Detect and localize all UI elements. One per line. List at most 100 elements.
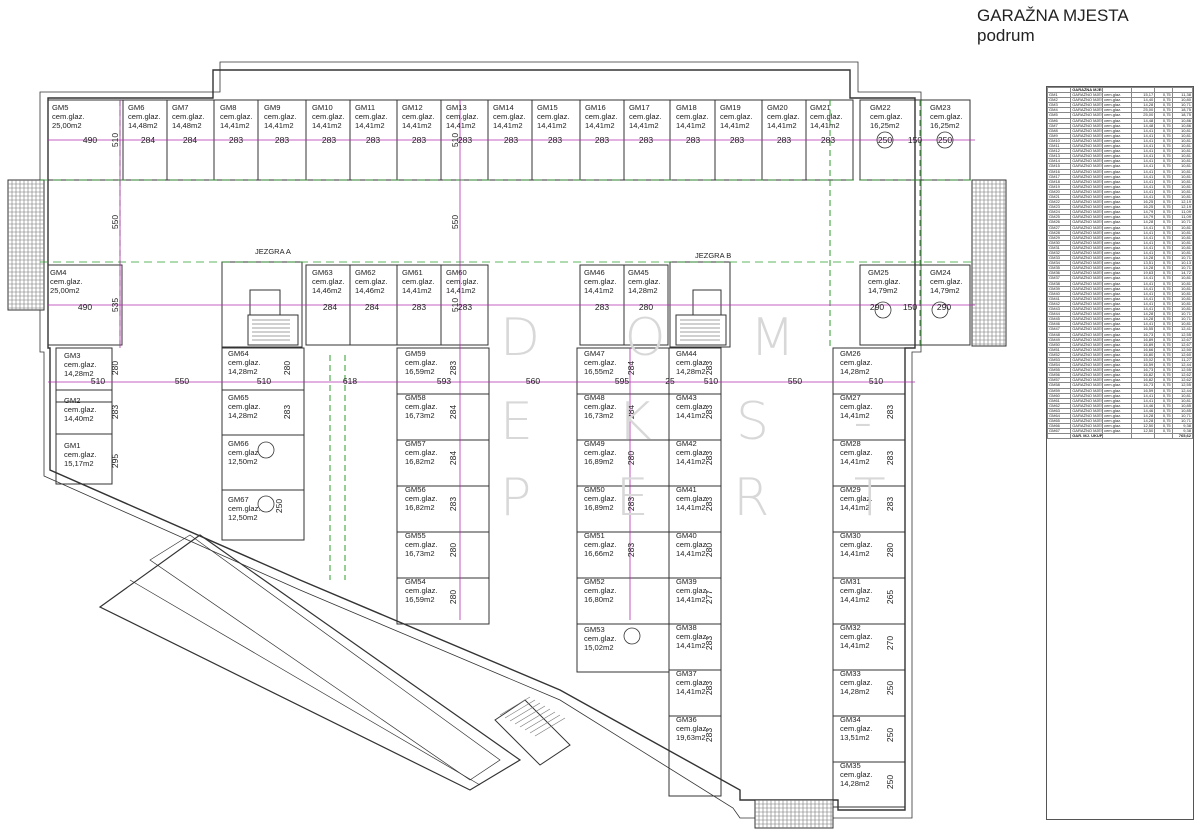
schedule-cell: GARAŽNO MJESTO: [1070, 127, 1104, 134]
schedule-cell: GM31: [1046, 244, 1072, 252]
parking-space-id: GM31: [840, 577, 861, 586]
schedule-cell: GARAŽNO MJESTO: [1070, 193, 1104, 201]
schedule-cell: 10,71: [1171, 311, 1194, 318]
schedule-cell: 0,75: [1154, 321, 1173, 328]
parking-space-area: 13,51m2: [840, 733, 870, 742]
ramp-grate-hatch: [524, 711, 556, 731]
schedule-cell: 0,75: [1154, 356, 1173, 364]
schedule-cell: 0,75: [1154, 260, 1173, 267]
schedule-cell: GM15: [1046, 163, 1072, 170]
ramp-grate: [494, 699, 571, 766]
schedule-cell: 10,81: [1171, 168, 1194, 175]
schedule-cell: GARAŽNO MJESTO: [1070, 387, 1104, 394]
schedule-cell: 0,75: [1154, 372, 1173, 379]
schedule-cell: GARAŽNO MJESTO: [1070, 362, 1104, 369]
schedule-cell: 0,75: [1154, 382, 1173, 389]
dimension-label: 250: [938, 135, 952, 145]
parking-space-material: cem.glaz.: [840, 402, 873, 411]
schedule-cell: 0,75: [1154, 132, 1173, 139]
schedule-cell: GM57: [1046, 377, 1072, 384]
schedule-cell: 10,71: [1171, 255, 1194, 262]
parking-space-id: GM54: [405, 577, 426, 586]
parking-space-id: GM35: [840, 761, 861, 770]
parking-space-material: cem.glaz.: [840, 358, 873, 367]
dimension-label: 283: [639, 135, 653, 145]
schedule-cell: GM43: [1046, 306, 1072, 313]
parking-space-area: 14,79m2: [930, 286, 960, 295]
parking-space-area: 16,73m2: [405, 549, 435, 558]
parking-space-material: cem.glaz.: [228, 448, 261, 457]
schedule-cell: 0,75: [1154, 122, 1173, 129]
dimension-label-vertical: 283: [448, 497, 458, 511]
parking-bay-outline: [668, 715, 722, 797]
parking-space-id: GM14: [493, 103, 514, 112]
schedule-cell: 10,81: [1171, 280, 1194, 287]
schedule-cell: 11,09: [1171, 209, 1194, 216]
accessible-parking-icon: [874, 301, 892, 319]
parking-space-area: 14,41m2: [402, 286, 432, 295]
parking-space-area: 25,00m2: [52, 121, 82, 130]
schedule-cell: 0,75: [1154, 224, 1173, 231]
parking-space-id: GM60: [446, 268, 467, 277]
schedule-cell: GM18: [1046, 178, 1072, 185]
schedule-cell: GARAŽNO MJESTO: [1070, 143, 1104, 150]
parking-space-id: GM45: [628, 268, 649, 277]
dimension-label-vertical: 283: [626, 543, 636, 557]
schedule-cell: GARAŽNO MJESTO: [1070, 311, 1104, 318]
schedule-cell: 0,75: [1154, 107, 1173, 114]
parking-space-material: cem.glaz.: [405, 402, 438, 411]
schedule-cell: 10,81: [1171, 300, 1194, 308]
parking-space-id: GM33: [840, 669, 861, 678]
schedule-cell: GARAŽNO MJESTO: [1070, 382, 1104, 389]
dimension-label: 283: [412, 302, 426, 312]
parking-space-id: GM42: [676, 439, 697, 448]
schedule-cell: 0,75: [1154, 290, 1173, 297]
parking-space-area: 14,41m2: [585, 121, 615, 130]
schedule-cell: 10,81: [1171, 127, 1194, 134]
schedule-cell: 10,86: [1171, 117, 1194, 124]
parking-space-material: cem.glaz.: [312, 277, 345, 286]
parking-space-material: cem.glaz.: [402, 277, 435, 286]
schedule-cell: 12,19: [1171, 204, 1194, 211]
accessible-parking-icon: [936, 131, 954, 149]
parking-space-material: cem.glaz.: [264, 112, 297, 121]
parking-space-material: cem.glaz.: [628, 277, 661, 286]
parking-space-area: 14,41m2: [355, 121, 385, 130]
parking-space-area: 14,40m2: [64, 414, 94, 423]
parking-space-area: 16,80m2: [584, 595, 614, 604]
schedule-cell: 10,81: [1171, 229, 1194, 236]
parking-space-material: cem.glaz.: [810, 112, 843, 121]
parking-space-material: cem.glaz.: [930, 112, 963, 121]
parking-space-id: GM38: [676, 623, 697, 632]
schedule-cell: GM29: [1046, 234, 1072, 241]
schedule-cell: 0,75: [1154, 229, 1173, 236]
parking-space-area: 14,41m2: [446, 286, 476, 295]
schedule-cell: GM52: [1046, 351, 1072, 358]
schedule-cell: 0,75: [1154, 387, 1173, 394]
parking-space-material: cem.glaz.: [405, 540, 438, 549]
schedule-cell: GARAŽNO MJESTO: [1070, 239, 1104, 246]
schedule-cell: 0,75: [1154, 280, 1173, 287]
schedule-cell: 12,67: [1171, 341, 1194, 348]
dimension-label-vertical: 280: [885, 543, 895, 557]
schedule-cell: GM53: [1046, 356, 1072, 364]
parking-space-material: cem.glaz.: [584, 448, 617, 457]
schedule-cell: 0,75: [1154, 255, 1173, 262]
